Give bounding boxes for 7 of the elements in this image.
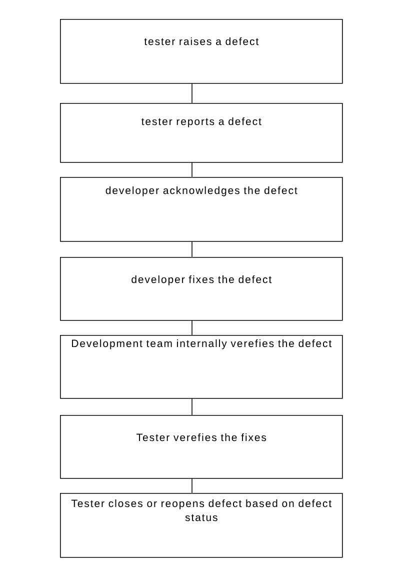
- process-box: Tester verefies the fixes: [60, 415, 343, 479]
- process-box: developer acknowledges the defect: [60, 177, 343, 242]
- process-box: Development team internally verefies the defect: [60, 335, 343, 399]
- process-box: developer fixes the defect: [60, 257, 343, 321]
- process-box: Tester closes or reopens defect based on defect status: [60, 493, 343, 558]
- process-box: tester reports a defect: [60, 103, 343, 163]
- process-box: tester raises a defect: [60, 19, 343, 84]
